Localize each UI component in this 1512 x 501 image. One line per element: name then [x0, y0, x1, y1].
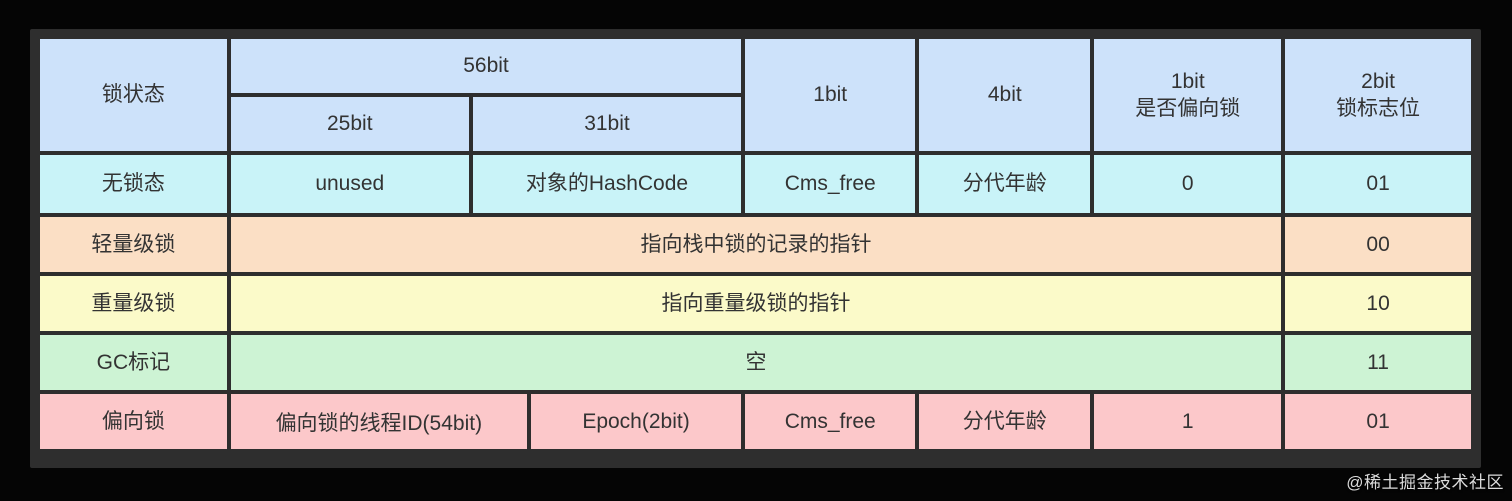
mark-word-table: 锁状态 56bit 25bit 31bit 1bit 4bit 1bit 是否偏…: [40, 39, 1471, 458]
header-25bit: 25bit: [230, 97, 469, 151]
no-lock-state: 无锁态: [40, 155, 227, 213]
juejin-watermark: @稀土掘金技术社区: [1346, 473, 1504, 492]
header-lock-state: 锁状态: [40, 39, 227, 151]
lightweight-pointer: 指向栈中锁的记录的指针: [230, 217, 1282, 272]
heavyweight-state: 重量级锁: [40, 276, 227, 331]
header-1bit: 1bit: [745, 39, 916, 151]
biased-cms-free: Cms_free: [745, 394, 916, 449]
lightweight-state: 轻量级锁: [40, 217, 227, 272]
no-lock-hashcode: 对象的HashCode: [472, 155, 742, 213]
gc-mark-state: GC标记: [40, 335, 227, 390]
header-2bit-flag: 2bit 锁标志位: [1285, 39, 1471, 151]
no-lock-flag: 01: [1285, 155, 1471, 213]
no-lock-biased-bit: 0: [1094, 155, 1282, 213]
biased-thread-id: 偏向锁的线程ID(54bit): [230, 394, 527, 449]
lightweight-flag: 00: [1285, 217, 1471, 272]
header-4bit: 4bit: [919, 39, 1091, 151]
no-lock-cms-free: Cms_free: [745, 155, 916, 213]
biased-state: 偏向锁: [40, 394, 227, 449]
biased-age: 分代年龄: [919, 394, 1091, 449]
mark-word-table-frame: 锁状态 56bit 25bit 31bit 1bit 4bit 1bit 是否偏…: [30, 29, 1481, 468]
header-2bit-flag-line1: 2bit: [1361, 69, 1395, 93]
header-56bit: 56bit: [230, 39, 742, 93]
no-lock-unused: unused: [230, 155, 469, 213]
biased-flag: 01: [1285, 394, 1471, 449]
biased-56bit-split: 偏向锁的线程ID(54bit) Epoch(2bit): [230, 394, 742, 449]
gc-mark-empty: 空: [230, 335, 1282, 390]
header-31bit: 31bit: [472, 97, 742, 151]
biased-epoch: Epoch(2bit): [530, 394, 742, 449]
no-lock-age: 分代年龄: [919, 155, 1091, 213]
heavyweight-pointer: 指向重量级锁的指针: [230, 276, 1282, 331]
heavyweight-flag: 10: [1285, 276, 1471, 331]
header-2bit-flag-line2: 锁标志位: [1336, 97, 1421, 120]
biased-biased-bit: 1: [1094, 394, 1282, 449]
header-1bit-biased-line2: 是否偏向锁: [1135, 97, 1241, 120]
header-1bit-biased-line1: 1bit: [1170, 69, 1205, 93]
gc-mark-flag: 11: [1285, 335, 1471, 390]
header-1bit-biased: 1bit 是否偏向锁: [1094, 39, 1282, 151]
